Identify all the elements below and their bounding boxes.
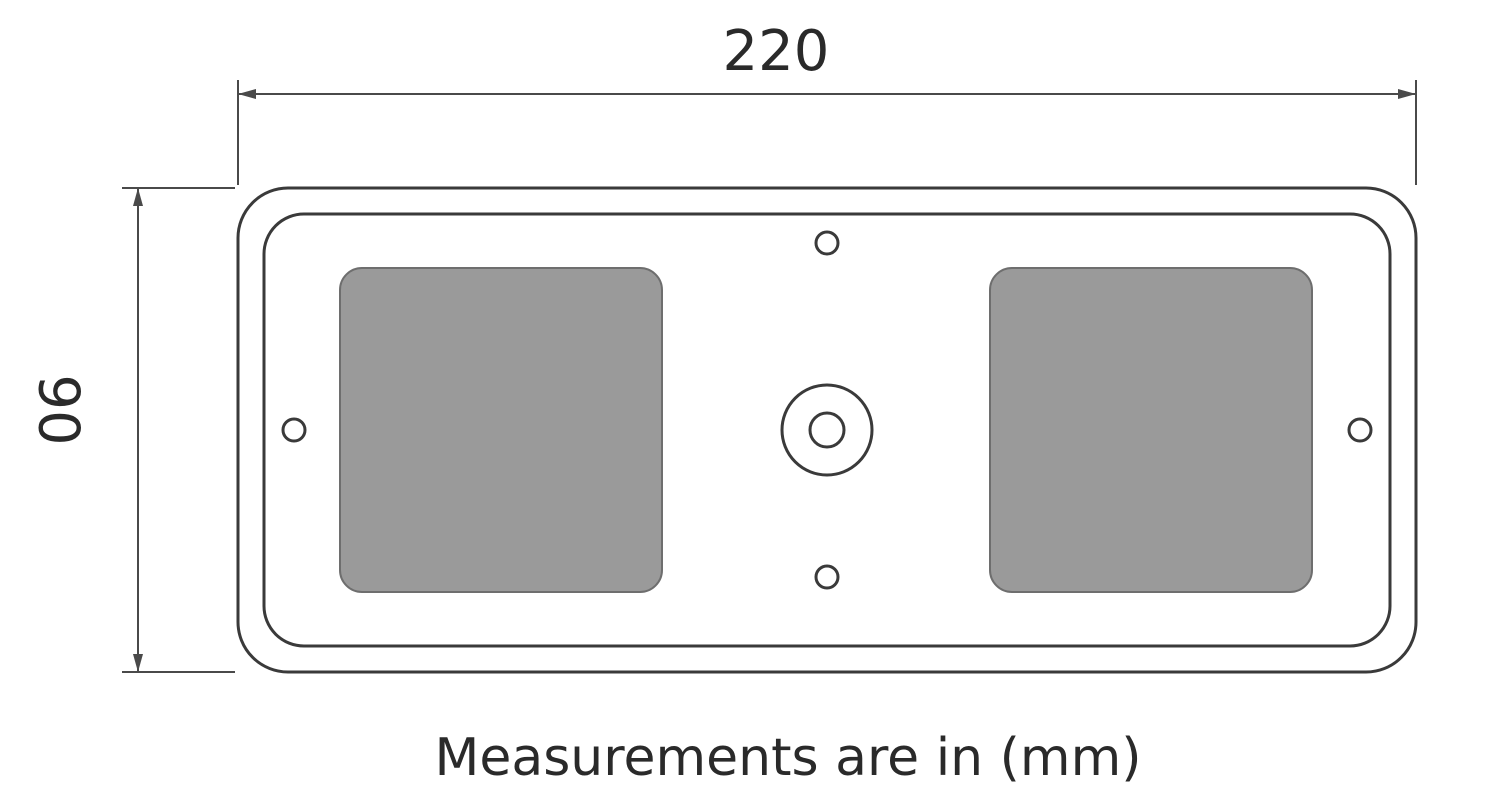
center-boss-inner: [808, 411, 846, 449]
top-mounting-hole: [814, 230, 840, 256]
height-arrow-top: [133, 188, 143, 206]
lamp-outer-outline: [236, 186, 1418, 674]
width-label: 220: [723, 19, 830, 84]
height-dimension: 90: [26, 187, 235, 673]
height-arrow-bottom: [133, 654, 143, 672]
measurement-caption: Measurements are in (mm): [434, 728, 1141, 788]
width-arrow-right: [1398, 89, 1416, 99]
lamp-body: [236, 186, 1418, 674]
right-mounting-hole: [1347, 417, 1373, 443]
center-boss-outer: [780, 383, 874, 477]
left-lens: [339, 267, 663, 593]
right-lens: [989, 267, 1313, 593]
width-dimension: 220: [237, 19, 1417, 185]
lamp-inner-outline: [262, 212, 1392, 648]
left-mounting-hole: [281, 417, 307, 443]
height-label: 90: [26, 374, 91, 445]
width-arrow-left: [238, 89, 256, 99]
bottom-mounting-hole: [814, 564, 840, 590]
